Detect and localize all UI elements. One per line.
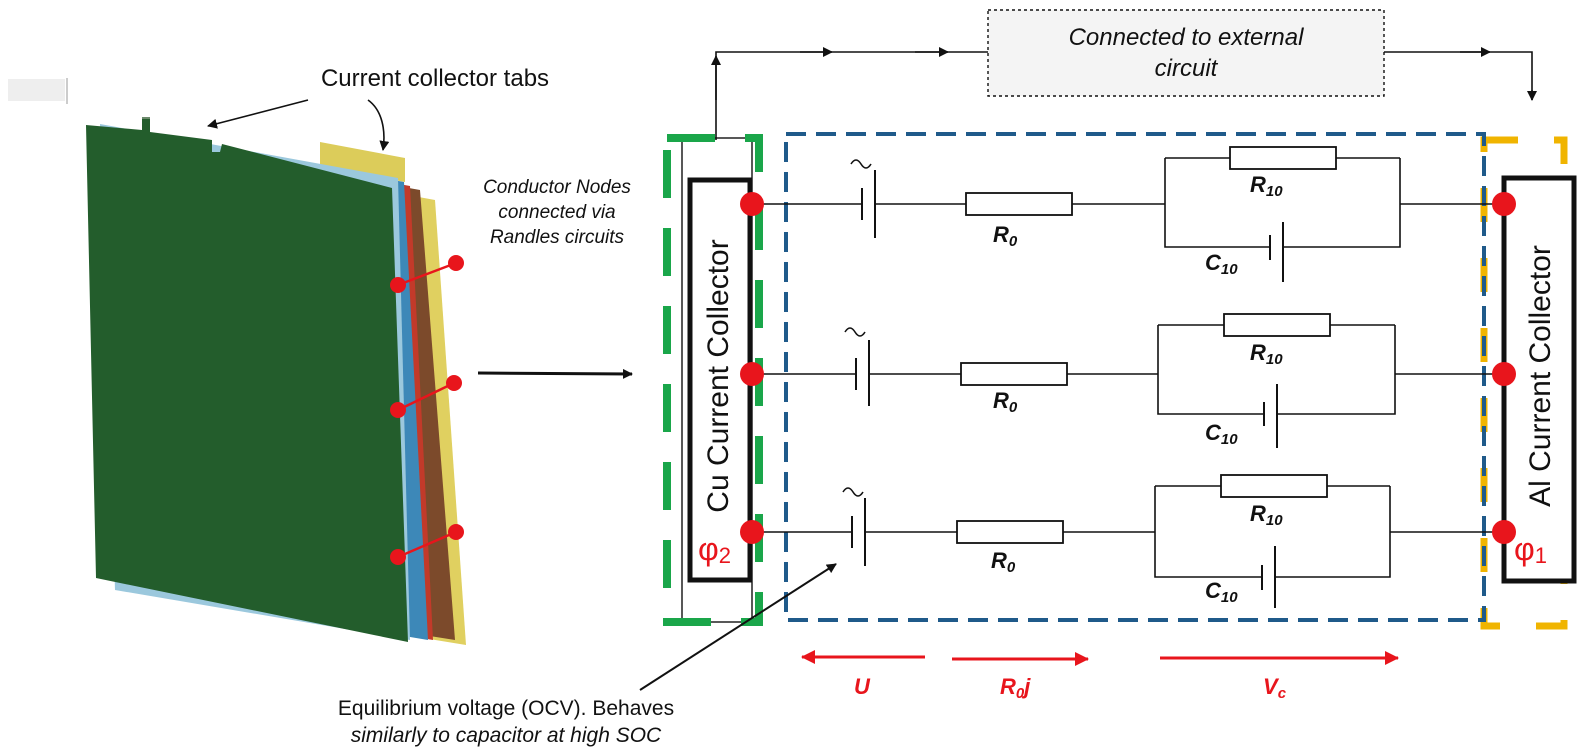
node-link-2 — [397, 381, 455, 412]
c10-label: C10 — [1205, 250, 1238, 278]
node-phi1 — [1492, 520, 1516, 544]
r0-resistor — [965, 192, 1073, 216]
conductor-node — [390, 402, 406, 418]
phi1-label: φ1 — [1514, 531, 1547, 568]
nodes-label-line1: Conductor Nodes — [483, 177, 631, 198]
battery-cell-stack — [8, 78, 466, 645]
node-link-1 — [397, 261, 457, 287]
r0-resistor — [956, 520, 1064, 544]
randles-circuit-row: R0 R10 C10 — [740, 474, 1516, 608]
conductor-node — [446, 375, 462, 391]
ocv-tilde — [842, 487, 864, 497]
ocv-label-line1: Equilibrium voltage (OCV). Behaves — [338, 697, 674, 720]
node-phi2 — [740, 362, 764, 386]
phi2-label: φ2 — [698, 531, 731, 568]
r10-resistor — [1223, 313, 1331, 337]
current-collector-tab-right — [320, 142, 405, 182]
r0j-label: R0j — [1000, 674, 1031, 702]
cu-collector-label: Cu Current Collector — [702, 239, 735, 512]
randles-circuit-region — [784, 132, 1486, 622]
tab-arrow-left — [207, 99, 309, 129]
node-phi2 — [740, 520, 764, 544]
al-current-collector — [1501, 175, 1577, 584]
external-label-line1: Connected to external — [1069, 24, 1304, 51]
cu-current-collector — [687, 177, 753, 583]
c10-label: C10 — [1205, 420, 1238, 448]
tab-arrow-right — [367, 99, 390, 151]
external-label-line2: circuit — [1155, 55, 1219, 82]
conductor-nodes — [390, 255, 464, 565]
c10-label: C10 — [1205, 578, 1238, 606]
r10-resistor — [1220, 474, 1328, 498]
r0-resistor — [960, 362, 1068, 386]
r0-label: R0 — [991, 548, 1016, 576]
tabs-label: Current collector tabs — [321, 65, 549, 92]
ocv-label-line2: similarly to capacitor at high SOC — [351, 724, 662, 747]
conductor-node — [448, 255, 464, 271]
r0-label: R0 — [993, 388, 1018, 416]
conductor-node — [448, 524, 464, 540]
ocv-pointer-arrow — [639, 563, 837, 691]
al-collector-label: Al Current Collector — [1524, 245, 1557, 507]
node-phi2 — [740, 192, 764, 216]
randles-circuit-row: R0 R10 C10 — [740, 313, 1516, 448]
r10-label: R10 — [1250, 340, 1283, 368]
r0-label: R0 — [993, 222, 1018, 250]
randles-circuit-row: R0 R10 C10 — [740, 146, 1516, 282]
phi1-subscript: 1 — [1535, 543, 1547, 568]
node-phi1 — [1492, 362, 1516, 386]
phi2-symbol: φ — [698, 531, 719, 567]
vc-label: Vc — [1263, 674, 1287, 702]
node-phi1 — [1492, 192, 1516, 216]
phi2-subscript: 2 — [719, 543, 731, 568]
phi1-symbol: φ — [1514, 531, 1535, 567]
nodes-label-line2: connected via — [498, 202, 615, 223]
conductor-node — [390, 549, 406, 565]
u-label: U — [854, 674, 871, 699]
nodes-label-line3: Randles circuits — [490, 227, 625, 248]
anode-layer — [86, 118, 408, 642]
transition-arrow — [477, 368, 633, 379]
ocv-tilde — [844, 327, 866, 337]
r10-label: R10 — [1250, 172, 1283, 200]
external-circuit-box — [987, 9, 1385, 97]
conductor-node — [390, 277, 406, 293]
ocv-tilde — [850, 159, 872, 169]
node-link-3 — [397, 530, 457, 559]
r10-label: R10 — [1250, 501, 1283, 529]
r10-resistor — [1229, 146, 1337, 170]
